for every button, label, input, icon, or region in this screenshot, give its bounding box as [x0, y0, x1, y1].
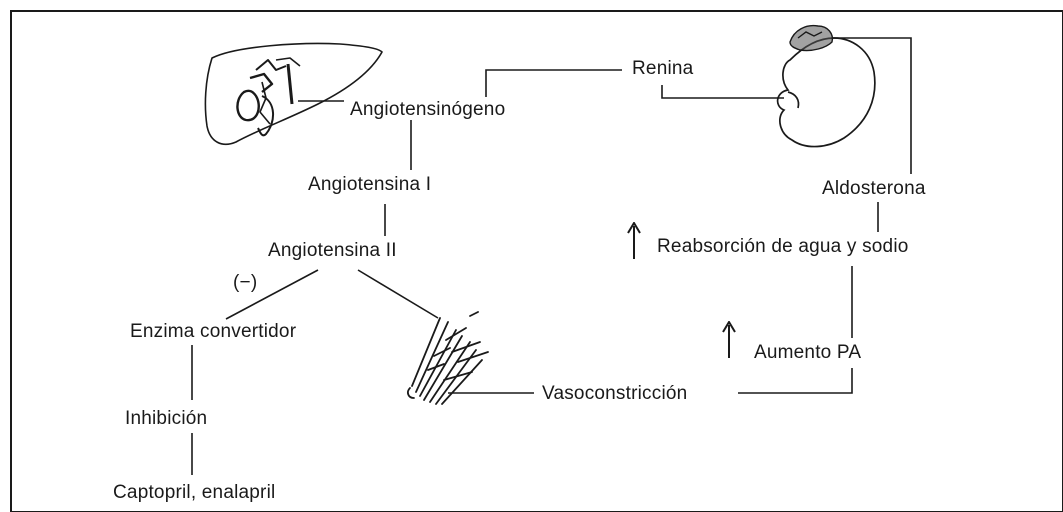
- angiotensina-ii-label: Angiotensina II: [268, 240, 397, 262]
- angiotensinogeno-label: Angiotensinógeno: [350, 99, 505, 121]
- aumento-pa-label: Aumento PA: [754, 342, 861, 364]
- kidney-icon: [778, 38, 875, 147]
- aldosterona-label: Aldosterona: [822, 178, 926, 200]
- renina-to-kidney-line: [662, 85, 784, 98]
- angiotensina-i-label: Angiotensina I: [308, 174, 431, 196]
- captopril-enalapril-label: Captopril, enalapril: [113, 482, 275, 504]
- renina-label: Renina: [632, 58, 693, 80]
- enzima-convertidor-label: Enzima convertidor: [130, 321, 296, 343]
- vasoconstriccion-to-aumento-line: [738, 368, 852, 393]
- inhibicion-label: Inhibición: [125, 408, 207, 430]
- adrenal-gland-icon: [790, 26, 832, 51]
- blood-vessel-icon: [408, 312, 488, 404]
- figure-border: [11, 11, 1063, 512]
- liver-icon: [205, 44, 382, 145]
- aii-to-vessel-line: [358, 270, 438, 318]
- inhibition-sign-label: (−): [233, 272, 257, 294]
- vasoconstriccion-label: Vasoconstricción: [542, 383, 687, 405]
- up-arrow-icon: [627, 222, 641, 260]
- up-arrow-icon: [722, 321, 736, 359]
- reabsorcion-label: Reabsorción de agua y sodio: [657, 236, 909, 258]
- renina-to-angiotensinogeno-line: [486, 70, 622, 97]
